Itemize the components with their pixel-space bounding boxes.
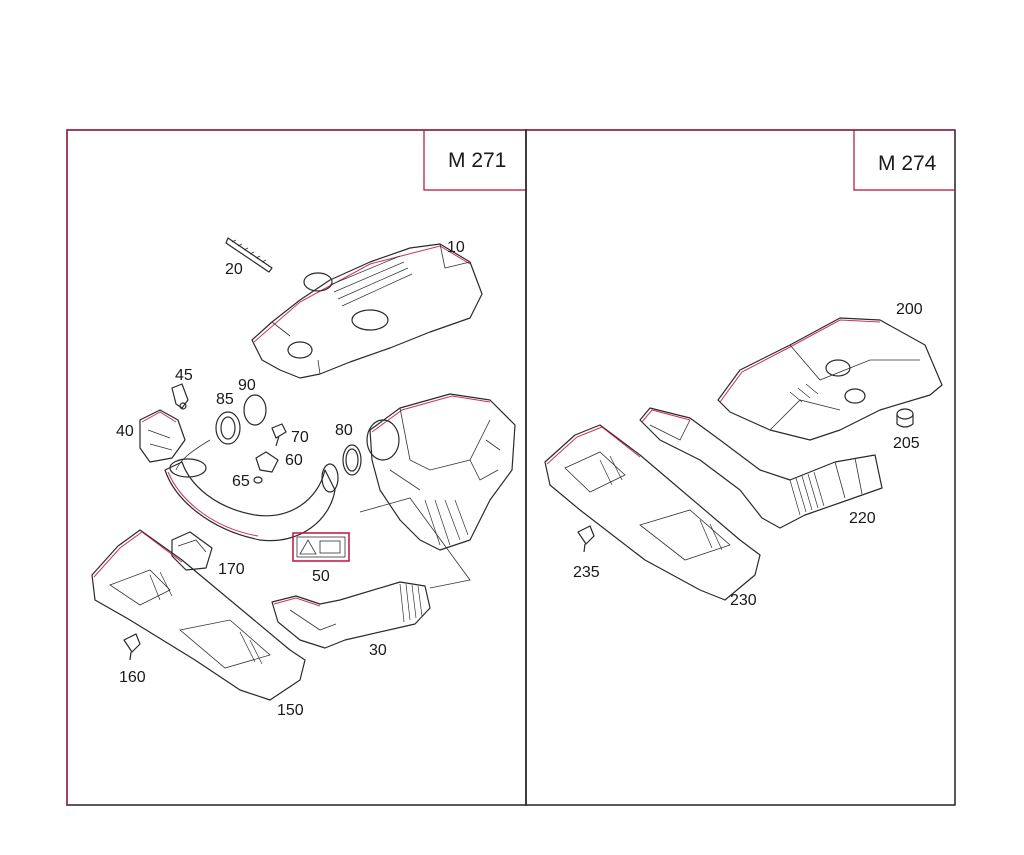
part-85-ring[interactable] <box>215 411 241 445</box>
part-220-intake-duct[interactable] <box>639 407 883 529</box>
callouts: 10 20 45 90 85 40 80 70 60 65 170 50 30 … <box>116 239 923 719</box>
model-badge-m274: M 274 <box>853 130 955 191</box>
part-160-clip[interactable] <box>123 633 141 661</box>
part-20-seal-strip[interactable] <box>225 237 273 273</box>
callout-60: 60 <box>285 452 303 469</box>
callout-40: 40 <box>116 423 134 440</box>
callout-220: 220 <box>849 510 876 527</box>
callout-65: 65 <box>232 473 250 490</box>
part-10-engine-cover[interactable] <box>251 243 483 379</box>
callout-30: 30 <box>369 642 387 659</box>
callout-200: 200 <box>896 301 923 318</box>
air-filter-housing[interactable] <box>366 393 516 551</box>
callout-160: 160 <box>119 669 146 686</box>
part-150-intake-cowl[interactable] <box>91 529 306 701</box>
part-200-engine-cover[interactable] <box>717 317 943 441</box>
part-60-clip[interactable] <box>255 451 279 473</box>
part-235-clip[interactable] <box>577 525 595 553</box>
part-170-gasket[interactable] <box>171 531 213 571</box>
callout-170: 170 <box>218 561 245 578</box>
model-badge-m271: M 271 <box>423 130 526 191</box>
part-80-ring[interactable] <box>342 444 362 476</box>
part-50-warning-label[interactable] <box>292 532 350 562</box>
part-40-intake-pipe[interactable] <box>139 409 186 463</box>
leader-lines <box>359 497 471 589</box>
callout-50: 50 <box>312 568 330 585</box>
intake-duct[interactable] <box>164 439 339 542</box>
right-panel: M 274 <box>525 129 956 806</box>
callout-45: 45 <box>175 367 193 384</box>
model-label: M 274 <box>878 152 937 175</box>
part-90-ring[interactable] <box>243 394 267 426</box>
callout-235: 235 <box>573 564 600 581</box>
callout-70: 70 <box>291 429 309 446</box>
callout-85: 85 <box>216 391 234 408</box>
callout-90: 90 <box>238 377 256 394</box>
callout-150: 150 <box>277 702 304 719</box>
part-45-sensor[interactable] <box>171 383 189 410</box>
part-205-grommet[interactable] <box>896 408 914 428</box>
part-70-bolt[interactable] <box>271 423 287 447</box>
part-65-oring[interactable] <box>253 476 263 484</box>
model-label: M 271 <box>448 149 506 172</box>
part-30-filter-duct[interactable] <box>271 581 431 649</box>
part-230-intake-cowl[interactable] <box>544 424 761 601</box>
callout-20: 20 <box>225 261 243 278</box>
callout-230: 230 <box>730 592 757 609</box>
callout-80: 80 <box>335 422 353 439</box>
callout-10: 10 <box>447 239 465 256</box>
callout-205: 205 <box>893 435 920 452</box>
